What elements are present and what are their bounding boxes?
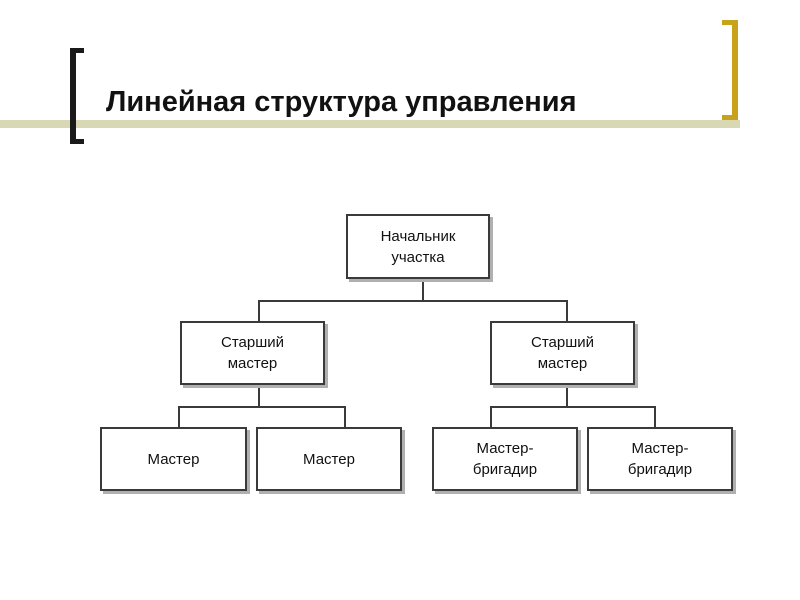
- connector-right-drop-a: [490, 406, 492, 428]
- connector-root-down: [422, 279, 424, 301]
- connector-right-drop-b: [654, 406, 656, 428]
- org-node-level3-3: Мастер- бригадир: [432, 427, 578, 491]
- left-bracket-decoration: [70, 48, 84, 144]
- org-node-level2-left: Старший мастер: [180, 321, 325, 385]
- org-node-level3-4-label: Мастер- бригадир: [627, 440, 693, 478]
- org-node-level3-1: Мастер: [100, 427, 247, 491]
- org-node-root: Начальник участка: [346, 214, 490, 279]
- org-node-level3-4: Мастер- бригадир: [587, 427, 733, 491]
- connector-level2-right-drop: [566, 300, 568, 322]
- right-bracket-decoration: [722, 20, 738, 120]
- connector-right-horizontal: [490, 406, 656, 408]
- connector-right-down: [566, 385, 568, 407]
- slide-title: Линейная структура управления: [106, 86, 577, 118]
- org-node-level3-2: Мастер: [256, 427, 402, 491]
- org-node-level3-3-label: Мастер- бригадир: [472, 440, 538, 478]
- connector-level2-horizontal: [258, 300, 568, 302]
- title-band-decoration: [0, 120, 740, 128]
- connector-left-drop-b: [344, 406, 346, 428]
- connector-left-drop-a: [178, 406, 180, 428]
- org-node-level2-right-label: Старший мастер: [530, 334, 594, 372]
- org-node-level3-2-label: Мастер: [303, 450, 355, 468]
- org-node-level3-1-label: Мастер: [147, 450, 200, 468]
- org-node-root-label: Начальник участка: [380, 227, 456, 266]
- connector-level2-left-drop: [258, 300, 260, 322]
- org-node-level2-left-label: Старший мастер: [220, 334, 284, 372]
- connector-left-horizontal: [178, 406, 346, 408]
- connector-left-down: [258, 385, 260, 407]
- org-node-level2-right: Старший мастер: [490, 321, 635, 385]
